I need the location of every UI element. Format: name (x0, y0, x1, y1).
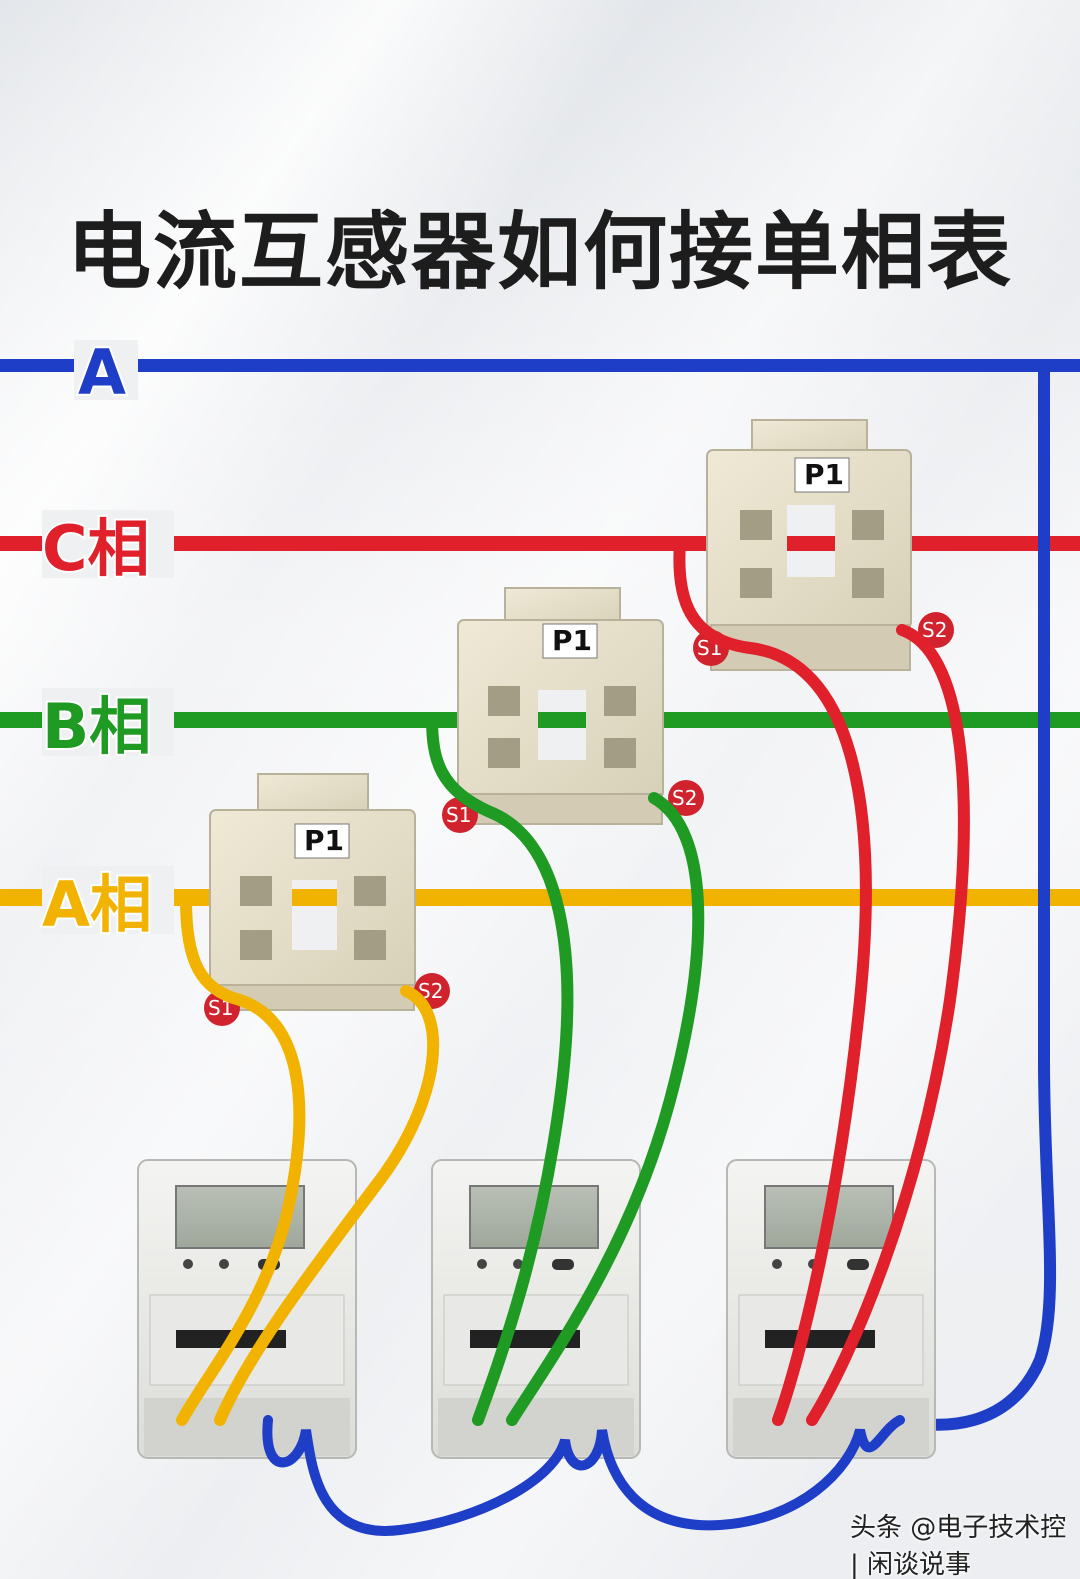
bus-label-phase-b: B相 (42, 690, 151, 763)
ct-c-terminal-s2-label: S2 (922, 618, 947, 642)
phase-c-secondary-wires (673, 537, 970, 1426)
bus-label-neutral: A (78, 336, 126, 409)
bus-label-phase-a: A相 (42, 868, 152, 941)
page-title: 电流互感器如何接单相表 (66, 203, 1013, 301)
watermark: 头条 @电子技术控 | 闲谈说事 (850, 1507, 1080, 1579)
neutral-return-wire (894, 360, 1057, 1431)
ct-b-terminal-s2-label: S2 (672, 786, 697, 810)
ct-b-label: P1 (552, 624, 592, 657)
neutral-loop-wire (262, 1415, 905, 1536)
ct-a-label: P1 (304, 824, 344, 857)
bus-label-phase-c: C相 (42, 512, 150, 585)
bus-line-neutral (0, 359, 1080, 372)
ct-c-terminal-s2 (918, 612, 954, 648)
ct-b-terminal-s2 (668, 780, 704, 816)
ct-b-terminal-s1-label: S1 (446, 803, 471, 827)
phase-a-secondary-wires (176, 894, 440, 1426)
ct-c-label: P1 (804, 458, 844, 491)
energy-meter-c (726, 1159, 936, 1459)
current-transformer-b: P1 S1 S2 (442, 587, 704, 833)
phase-b-secondary-wires (426, 712, 705, 1426)
energy-meter-b (431, 1159, 641, 1459)
bus-labels: A C相 B相 A相 (40, 334, 174, 943)
watermark-text: 头条 @电子技术控 | 闲谈说事 (850, 1513, 1067, 1579)
